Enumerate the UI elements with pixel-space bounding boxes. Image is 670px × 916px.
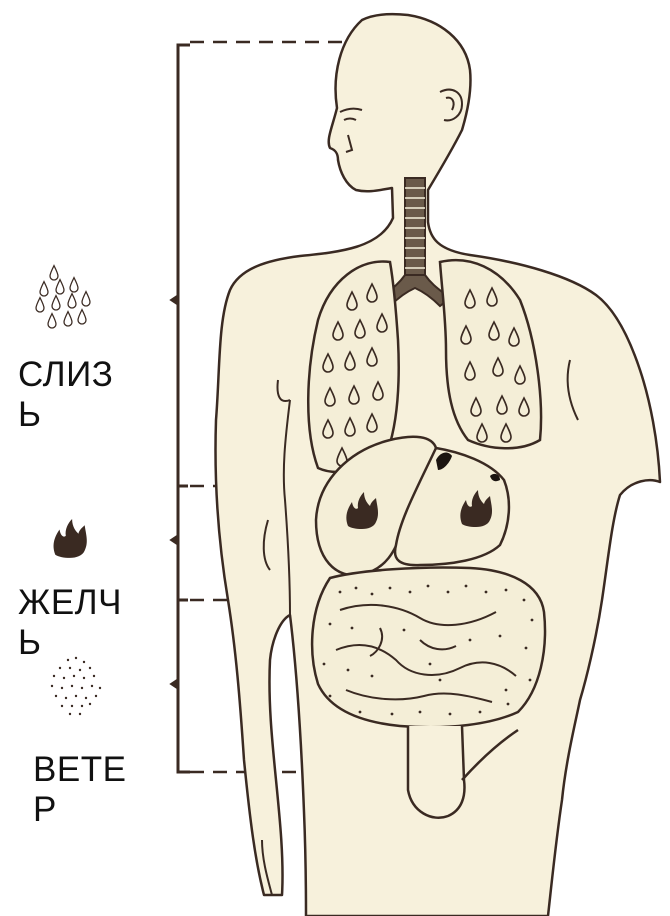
- flame-icon: [54, 519, 87, 558]
- dosha-label-zhelch: ЖЕЛЧ Ь: [18, 583, 122, 663]
- dots-icon: [51, 657, 101, 715]
- dosha-label-slizi: СЛИЗ Ь: [18, 355, 113, 435]
- dosha-label-line: Ь: [18, 623, 122, 663]
- dosha-label-line: Р: [33, 790, 126, 830]
- dosha-label-veter: ВЕТЕ Р: [33, 750, 126, 830]
- dosha-label-line: СЛИЗ: [18, 355, 113, 395]
- dosha-label-line: ВЕТЕ: [33, 750, 126, 790]
- dosha-label-line: Ь: [18, 395, 113, 435]
- dosha-label-line: ЖЕЛЧ: [18, 583, 122, 623]
- dosha-bracket: [172, 45, 190, 772]
- drops-icon: [36, 266, 90, 328]
